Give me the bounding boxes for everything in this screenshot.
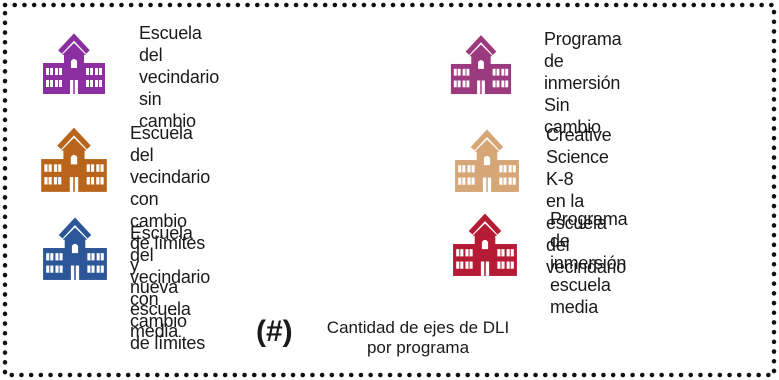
legend-label: Creative Science K-8 en la escuela del v… xyxy=(546,125,627,277)
legend-label: Escuela del vecindario con cambio de lím… xyxy=(130,123,211,341)
school-building-icon xyxy=(455,129,519,192)
count-symbol: (#) xyxy=(256,315,293,348)
count-description: Cantidad de ejes de DLI por programa xyxy=(326,318,510,357)
school-building-icon xyxy=(41,127,107,192)
legend-label: Escuela del vecindario sin cambio xyxy=(139,23,220,131)
legend-label: Escuela del vecindario con cambio de lím… xyxy=(130,223,211,353)
legend-label: Programa de inmersión Sin cambio xyxy=(544,29,622,137)
legend-label: Programa de inmersión escuela media xyxy=(550,209,628,317)
school-building-icon xyxy=(450,35,512,95)
school-building-icon xyxy=(43,217,107,280)
school-building-icon xyxy=(453,213,517,276)
school-building-icon xyxy=(43,33,105,94)
